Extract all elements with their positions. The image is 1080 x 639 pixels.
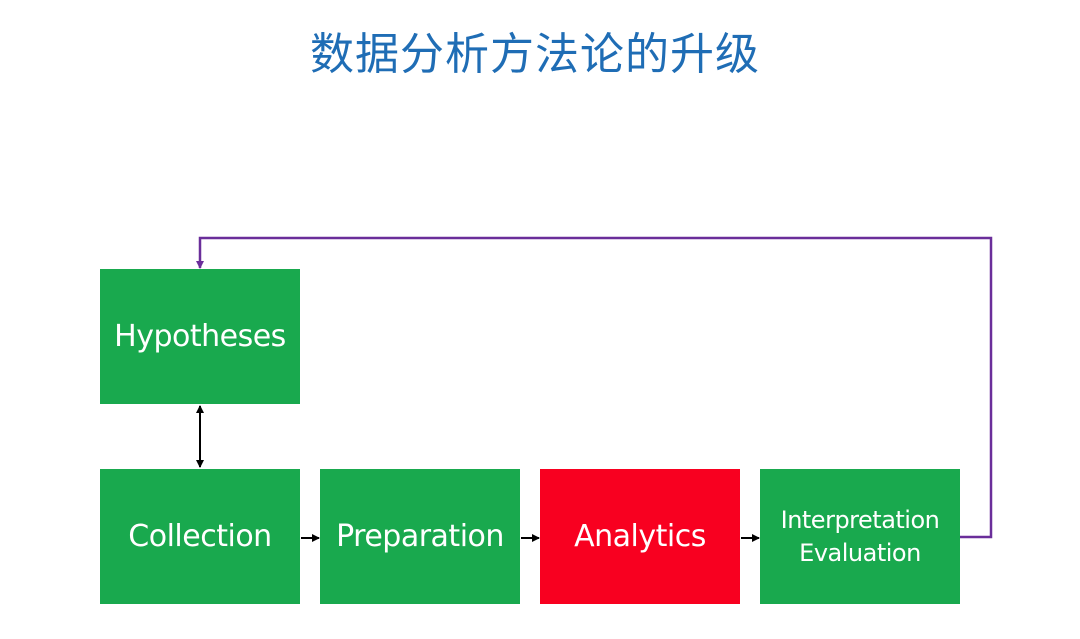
hypotheses-label: Hypotheses — [114, 319, 286, 354]
evaluation-label: Evaluation — [799, 538, 921, 567]
collection-label: Collection — [128, 519, 272, 554]
interpretation-evaluation-box: Interpretation Evaluation — [760, 469, 960, 604]
slide-title: 数据分析方法论的升级 — [310, 29, 760, 80]
analytics-box: Analytics — [540, 469, 740, 604]
preparation-box: Preparation — [320, 469, 520, 604]
feedback-loop-arrow — [196, 236, 993, 539]
preparation-label: Preparation — [336, 519, 504, 554]
hypotheses-box: Hypotheses — [100, 269, 300, 404]
analytics-label: Analytics — [574, 519, 706, 554]
interpretation-label: Interpretation — [780, 505, 940, 534]
collection-box: Collection — [100, 469, 300, 604]
